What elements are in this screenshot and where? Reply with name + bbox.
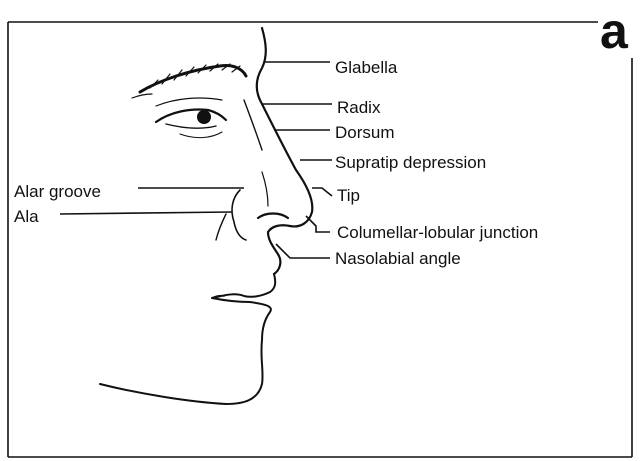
label-alar-groove: Alar groove <box>14 182 101 201</box>
cheek-line <box>262 172 268 206</box>
label-supratip: Supratip depression <box>335 153 486 172</box>
profile-line <box>257 28 313 274</box>
under-eye-line <box>180 132 222 138</box>
alar-groove-line <box>216 214 226 240</box>
label-columellar: Columellar-lobular junction <box>337 223 538 242</box>
face-profile-illustration <box>100 28 312 404</box>
label-dorsum: Dorsum <box>335 123 395 142</box>
iris <box>197 110 211 124</box>
label-ala: Ala <box>14 207 39 226</box>
leader-tip <box>312 188 332 196</box>
frame <box>8 22 632 457</box>
labels: Glabella Radix Dorsum Supratip depressio… <box>14 58 538 268</box>
eye-crease <box>156 98 222 106</box>
alar-crease <box>232 190 246 240</box>
lower-eyelid <box>166 124 216 128</box>
label-glabella: Glabella <box>335 58 398 77</box>
nose-side-line <box>244 100 262 150</box>
eyebrow <box>140 65 246 92</box>
leader-nasolabial <box>276 244 330 258</box>
upper-eyelid <box>156 110 226 123</box>
chin-jaw-line <box>100 340 263 404</box>
panel-letter: a <box>600 3 629 59</box>
label-tip: Tip <box>337 186 360 205</box>
label-radix: Radix <box>337 98 381 117</box>
lips-line <box>212 274 275 340</box>
nostril <box>258 214 288 219</box>
leader-ala <box>60 212 232 214</box>
eyebrow-texture <box>132 64 240 98</box>
label-nasolabial: Nasolabial angle <box>335 249 461 268</box>
